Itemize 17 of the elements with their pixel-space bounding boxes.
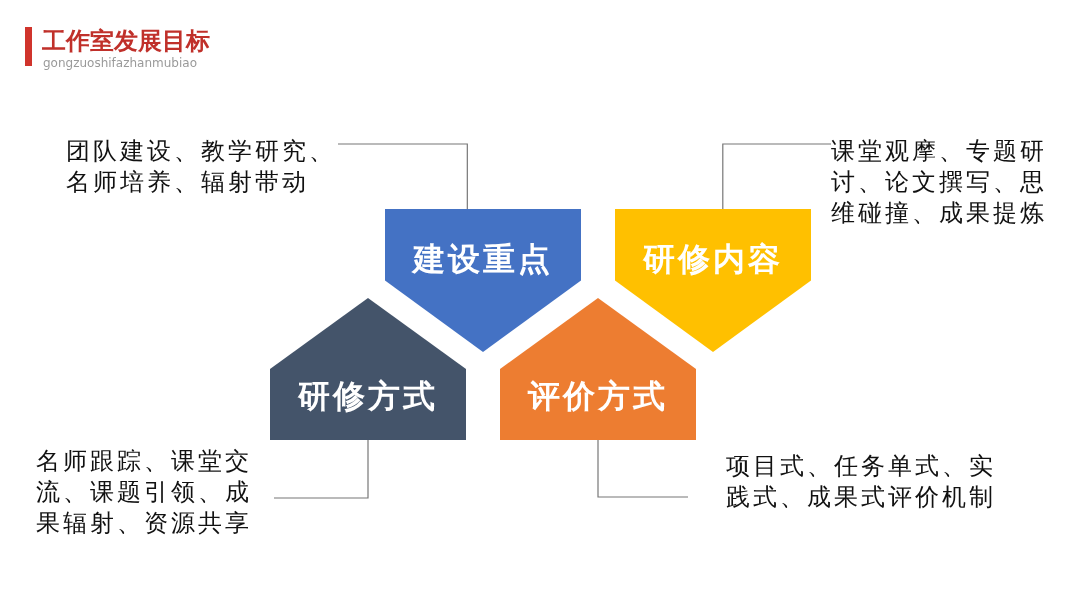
leader-line: [597, 439, 689, 498]
shape-title: 研修方式: [298, 376, 438, 416]
pentagon-label: [615, 209, 811, 352]
shape-title: 研修内容: [643, 239, 783, 279]
leader-line: [722, 143, 832, 210]
leader-line: [273, 439, 369, 499]
shape-title: 建设重点: [413, 239, 553, 279]
description-text: 课堂观摩、专题研讨、论文撰写、思维碰撞、成果提炼: [831, 136, 1057, 229]
description-text: 名师跟踪、课堂交流、课题引领、成果辐射、资源共享: [36, 446, 262, 539]
title: 工作室发展目标: [42, 26, 210, 56]
description-text: 项目式、任务单式、实践式、成果式评价机制: [726, 451, 1004, 513]
house-label: [270, 298, 466, 440]
house-label: [500, 298, 696, 440]
description-text: 团队建设、教学研究、名师培养、辐射带动: [66, 136, 338, 198]
shape-title: 评价方式: [528, 376, 668, 416]
leader-line: [337, 143, 468, 210]
subtitle: gongzuoshifazhanmubiao: [43, 56, 197, 70]
